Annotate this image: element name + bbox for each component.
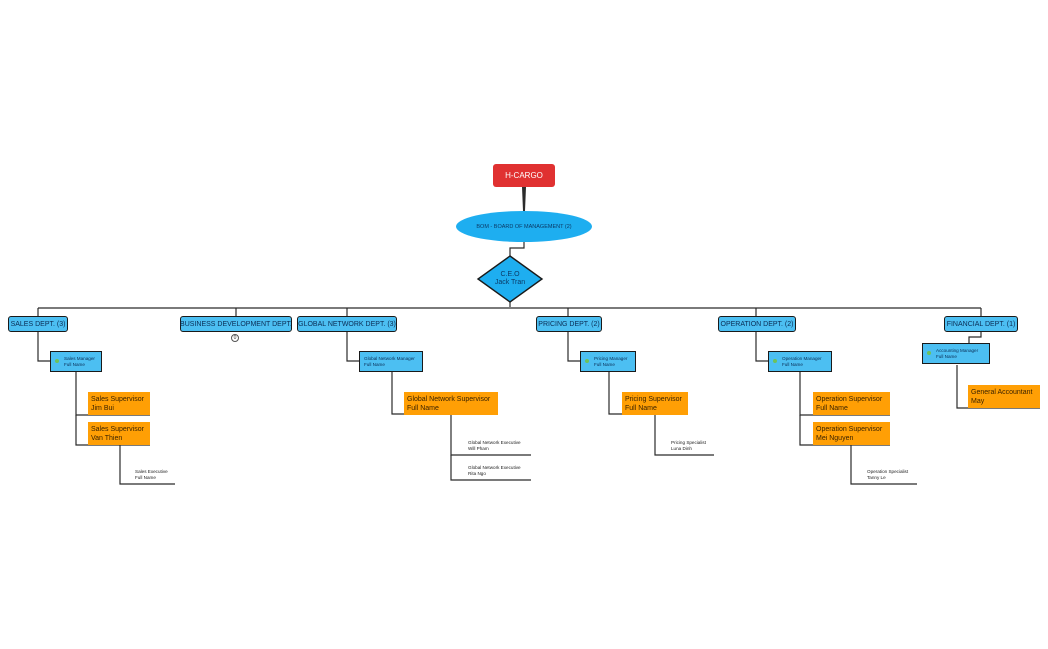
supervisor-title: Sales Supervisor — [91, 426, 144, 433]
board-node[interactable]: BOM - BOARD OF MANAGEMENT (2) — [456, 211, 592, 242]
staff-name: Will Pham — [468, 445, 489, 451]
dept-pricing-label: PRICING DEPT. (2) — [538, 320, 600, 328]
dept-business-development[interactable]: BUSINESS DEVELOPMENT DEPT. — [180, 316, 292, 332]
dept-financial[interactable]: FINANCIAL DEPT. (1) — [944, 316, 1018, 332]
staff-pricing-specialist[interactable]: Pricing Specialist Luna Dinh — [669, 440, 714, 451]
staff-global-executive-1[interactable]: Global Network Executive Will Pham — [466, 440, 531, 451]
staff-global-executive-2[interactable]: Global Network Executive Rita Ngo — [466, 465, 531, 476]
root-label: H-CARGO — [505, 171, 543, 180]
staff-name: Full Name — [135, 474, 156, 480]
supervisor-title: Pricing Supervisor — [625, 396, 682, 403]
dept-operation[interactable]: OPERATION DEPT. (2) — [718, 316, 796, 332]
status-dot-icon — [55, 359, 59, 363]
staff-name: Luna Dinh — [671, 445, 692, 451]
manager-title: Global Network Manager — [364, 356, 415, 361]
staff-name: Rita Ngo — [468, 470, 486, 476]
dept-sales-label: SALES DEPT. (3) — [10, 320, 66, 328]
supervisor-name: Mei Nguyen — [816, 435, 854, 442]
dept-global-network[interactable]: GLOBAL NETWORK DEPT. (3) — [297, 316, 397, 332]
manager-title: Sales Manager — [64, 356, 95, 361]
manager-name: Full Name — [364, 361, 385, 367]
status-dot-icon — [927, 351, 931, 355]
ceo-diamond — [476, 255, 544, 303]
supervisor-pricing[interactable]: Pricing Supervisor Full Name — [622, 392, 688, 415]
supervisor-name: Full Name — [407, 405, 439, 412]
status-dot-icon — [773, 359, 777, 363]
collapsed-count-badge[interactable]: 0 — [231, 334, 239, 342]
staff-title: Sales Executive — [135, 469, 168, 474]
supervisor-title: Sales Supervisor — [91, 396, 144, 403]
supervisor-name: Full Name — [816, 405, 848, 412]
supervisor-title: General Accountant — [971, 389, 1033, 396]
manager-sales[interactable]: Sales Manager Full Name — [50, 351, 102, 372]
staff-title: Global Network Executive — [468, 465, 521, 470]
ceo-name: Jack Tran — [494, 278, 526, 286]
ceo-title: C.E.O — [500, 270, 520, 278]
manager-name: Full Name — [936, 353, 957, 359]
supervisor-name: Full Name — [625, 405, 657, 412]
supervisor-operation-1[interactable]: Operation Supervisor Full Name — [813, 392, 890, 415]
manager-name: Full Name — [782, 361, 803, 367]
manager-operation[interactable]: Operation Manager Full Name — [768, 351, 832, 372]
supervisor-operation-2[interactable]: Operation Supervisor Mei Nguyen — [813, 422, 890, 445]
dept-financial-label: FINANCIAL DEPT. (1) — [946, 320, 1016, 328]
staff-sales-executive[interactable]: Sales Executive Full Name — [133, 469, 175, 480]
supervisor-global-network[interactable]: Global Network Supervisor Full Name — [404, 392, 498, 415]
staff-name: Tanny Le — [867, 474, 886, 480]
supervisor-title: Operation Supervisor — [816, 396, 883, 403]
status-dot-icon — [585, 359, 589, 363]
staff-title: Pricing Specialist — [671, 440, 706, 445]
supervisor-sales-1[interactable]: Sales Supervisor Jim Bui — [88, 392, 150, 415]
dept-operation-label: OPERATION DEPT. (2) — [720, 320, 794, 328]
dept-business-label: BUSINESS DEVELOPMENT DEPT. — [180, 320, 292, 328]
manager-name: Full Name — [64, 361, 85, 367]
staff-title: Operation Specialist — [867, 469, 909, 474]
manager-name: Full Name — [594, 361, 615, 367]
board-label: BOM - BOARD OF MANAGEMENT (2) — [476, 223, 572, 230]
supervisor-title: Global Network Supervisor — [407, 396, 491, 403]
dept-sales[interactable]: SALES DEPT. (3) — [8, 316, 68, 332]
manager-title: Operation Manager — [782, 356, 822, 361]
dept-global-label: GLOBAL NETWORK DEPT. (3) — [298, 320, 396, 328]
ceo-node[interactable]: C.E.O Jack Tran — [478, 255, 542, 302]
supervisor-name: Van Thien — [91, 435, 123, 442]
collapsed-count-text: 0 — [233, 335, 237, 341]
root-node[interactable]: H-CARGO — [493, 164, 555, 187]
manager-pricing[interactable]: Pricing Manager Full Name — [580, 351, 636, 372]
manager-title: Pricing Manager — [594, 356, 628, 361]
supervisor-general-accountant[interactable]: General Accountant May — [968, 385, 1040, 408]
dept-pricing[interactable]: PRICING DEPT. (2) — [536, 316, 602, 332]
supervisor-name: Jim Bui — [91, 405, 114, 412]
manager-global-network[interactable]: Global Network Manager Full Name — [359, 351, 423, 372]
supervisor-sales-2[interactable]: Sales Supervisor Van Thien — [88, 422, 150, 445]
manager-accounting[interactable]: Accounting Manager Full Name — [922, 343, 990, 364]
supervisor-name: May — [971, 398, 985, 405]
supervisor-title: Operation Supervisor — [816, 426, 883, 433]
staff-title: Global Network Executive — [468, 440, 521, 445]
manager-title: Accounting Manager — [936, 348, 979, 353]
staff-operation-specialist[interactable]: Operation Specialist Tanny Le — [865, 469, 917, 480]
